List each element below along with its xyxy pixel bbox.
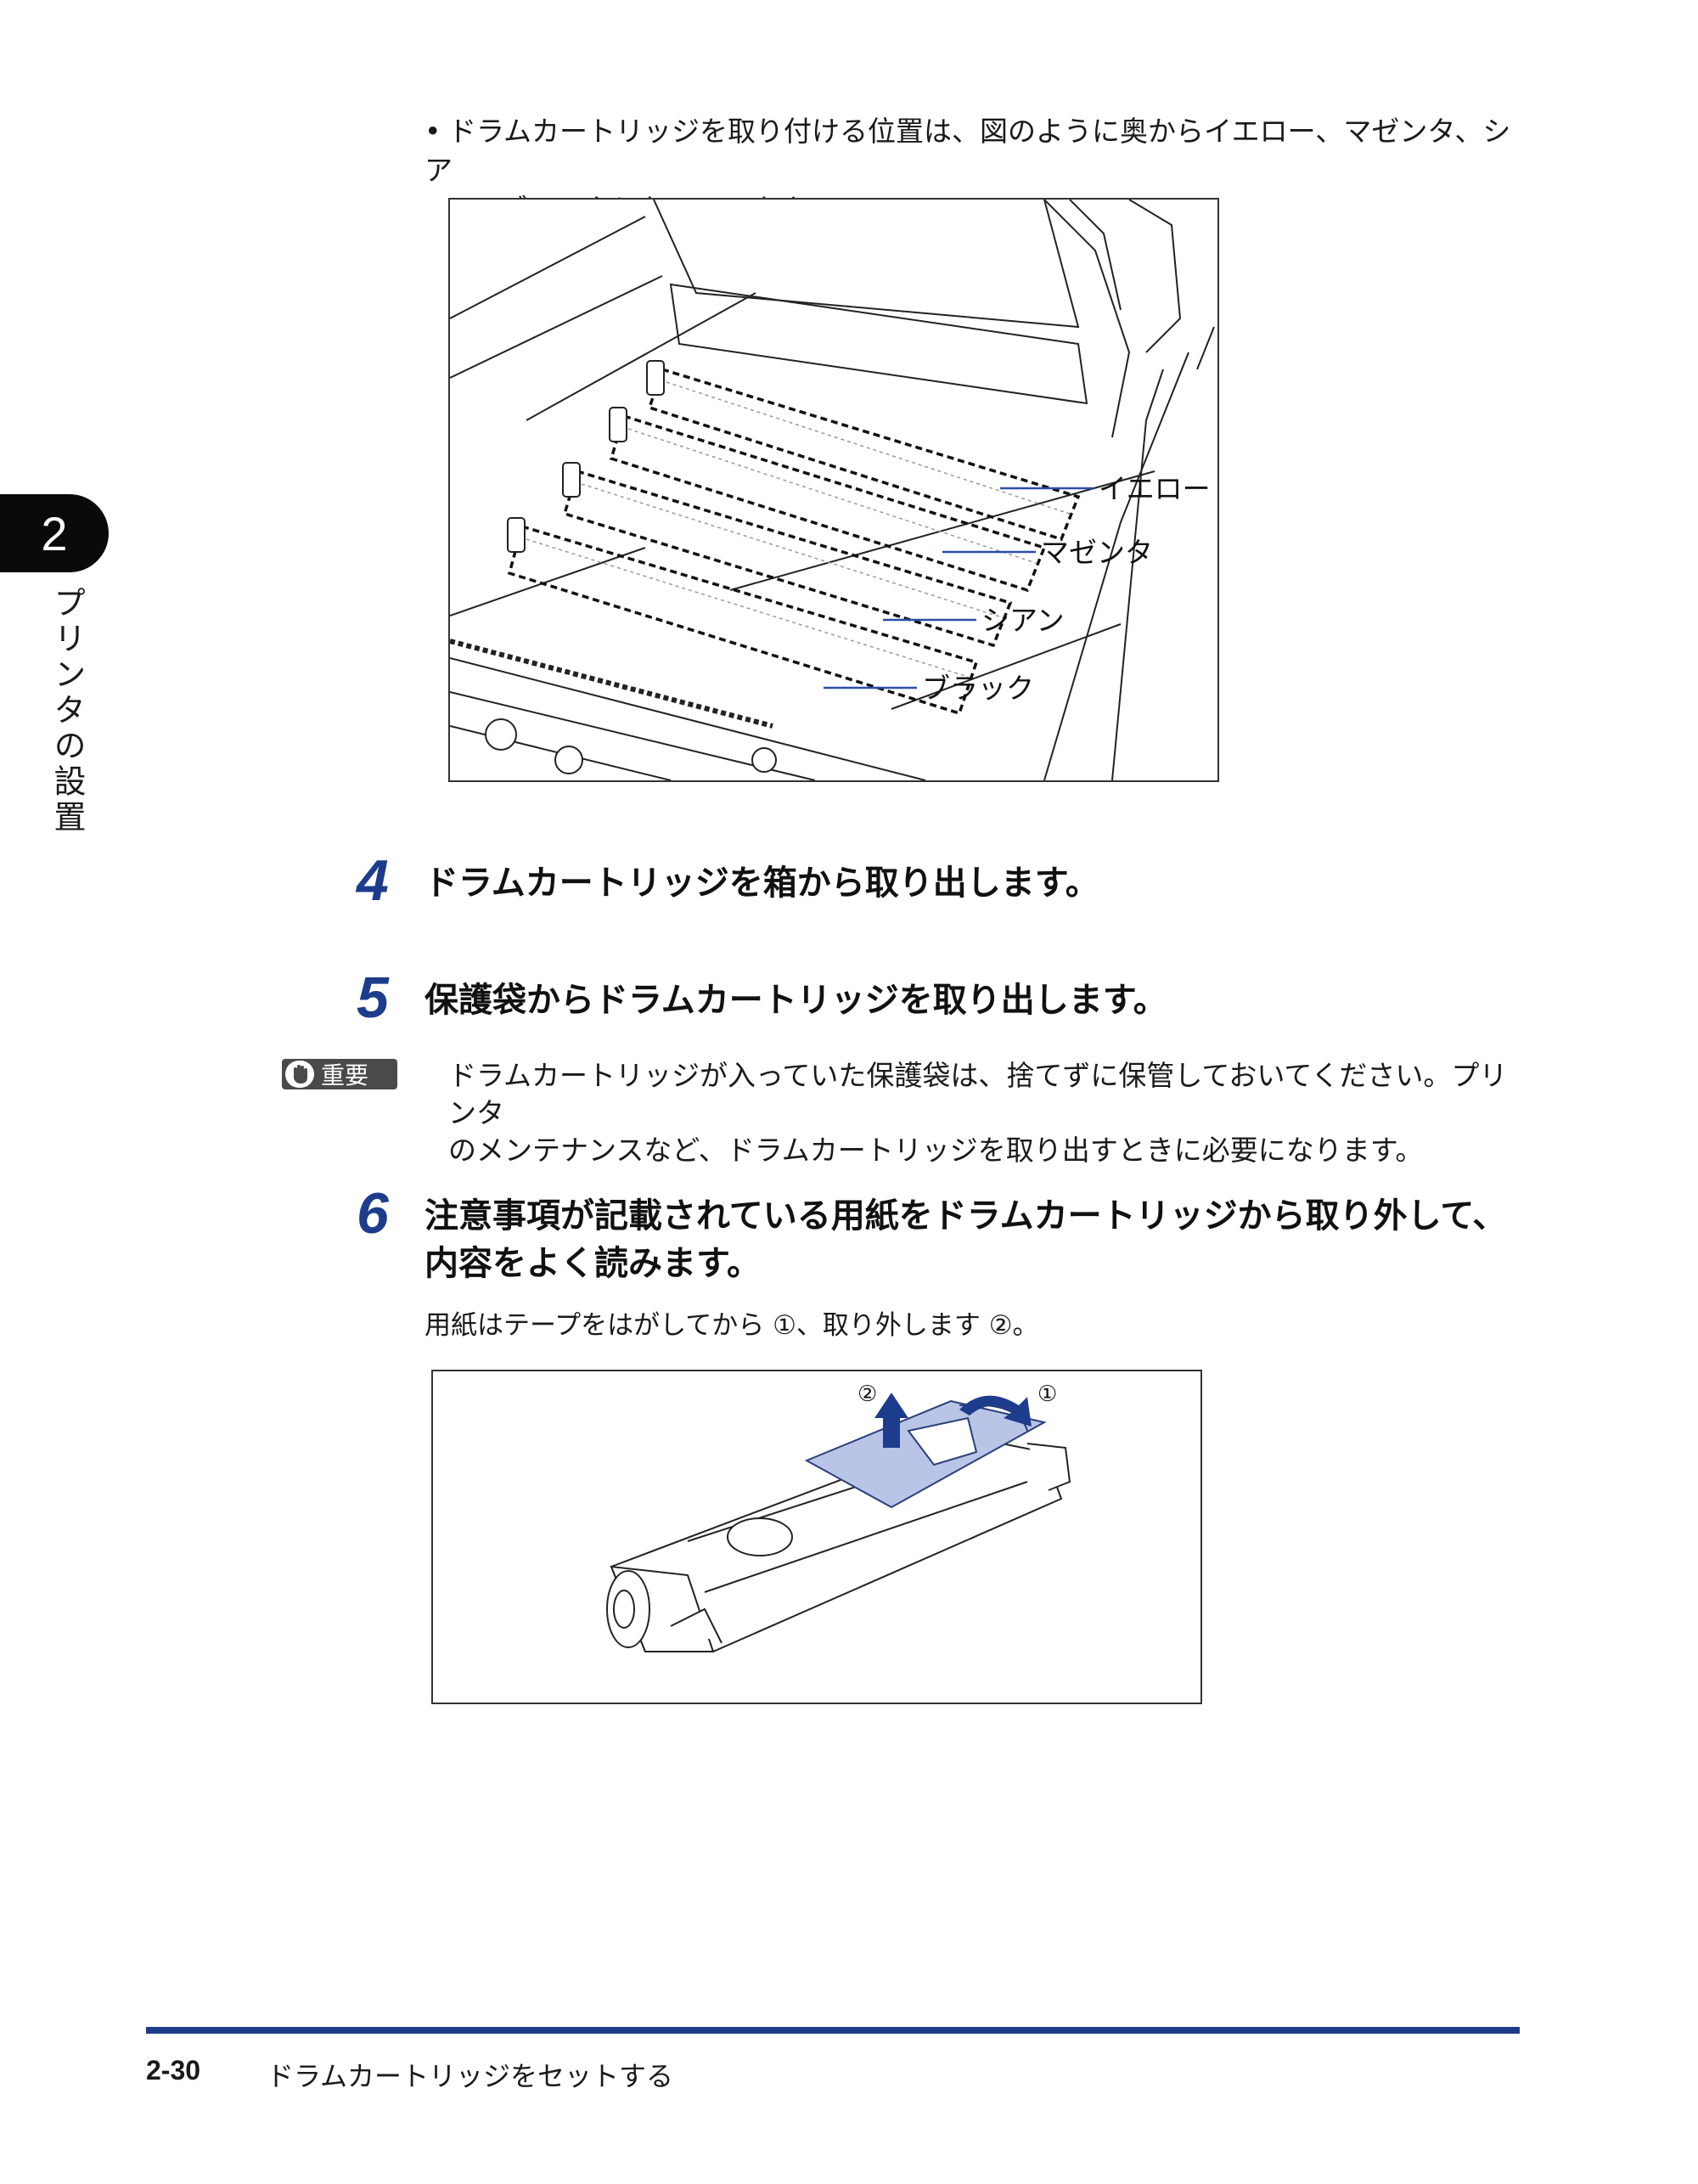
curved-arrow-icon xyxy=(959,1395,1032,1427)
step-6-line-2: 内容をよく読みます。 xyxy=(424,1244,761,1283)
important-text: ドラムカートリッジが入っていた保護袋は、捨てずに保管しておいてください。プリンタ… xyxy=(448,1057,1535,1169)
important-line-2: のメンテナンスなど、ドラムカートリッジを取り出すときに必要になります。 xyxy=(448,1134,1424,1167)
step-4-text: ドラムカートリッジを箱から取り出します。 xyxy=(424,864,1099,903)
label-cyan: シアン xyxy=(981,604,1065,637)
step-6-line-1: 注意事項が記載されている用紙をドラムカートリッジから取り外して、 xyxy=(424,1196,1507,1236)
marker-1: ① xyxy=(1037,1382,1057,1407)
drum-cartridge-illustration: ② ① xyxy=(606,1382,1071,1652)
chapter-number: 2 xyxy=(41,506,68,560)
drum-position-figure: イエロー マゼンタ シアン ブラック xyxy=(448,198,1219,782)
step-6-number: 6 xyxy=(357,1181,389,1246)
step-5-text: 保護袋からドラムカートリッジを取り出します。 xyxy=(424,981,1167,1020)
label-magenta: マゼンタ xyxy=(1041,536,1153,569)
chapter-tab: 2 xyxy=(0,494,109,572)
label-black: ブラック xyxy=(922,672,1034,705)
hand-icon xyxy=(285,1061,314,1088)
page-number: 2-30 xyxy=(146,2055,201,2085)
chapter-title: プリンタの設置 xyxy=(48,586,86,836)
printer-interior-illustration: イエロー マゼンタ シアン ブラック xyxy=(449,199,1215,781)
step-4-number: 4 xyxy=(357,848,389,913)
up-arrow-icon xyxy=(874,1393,908,1448)
bullet-dot: • xyxy=(424,115,441,148)
important-badge: 重要 xyxy=(282,1059,397,1089)
footer-rule xyxy=(146,2027,1520,2034)
step-5-number: 5 xyxy=(357,965,389,1030)
marker-2: ② xyxy=(857,1382,877,1407)
note-line-1: ドラムカートリッジを取り付ける位置は、図のように奥からイエロー、マゼンタ、シア xyxy=(424,115,1511,187)
label-yellow: イエロー xyxy=(1099,472,1211,505)
important-line-1: ドラムカートリッジが入っていた保護袋は、捨てずに保管しておいてください。プリンタ xyxy=(448,1059,1508,1129)
important-label: 重要 xyxy=(321,1061,369,1089)
remove-paper-figure: ② ① xyxy=(431,1370,1202,1704)
footer-section-title: ドラムカートリッジをセットする xyxy=(267,2060,674,2092)
step-6-subtext: 用紙はテープをはがしてから ①、取り外します ②。 xyxy=(424,1310,1039,1341)
step-6-text: 注意事項が記載されている用紙をドラムカートリッジから取り外して、 内容をよく読み… xyxy=(424,1192,1545,1287)
